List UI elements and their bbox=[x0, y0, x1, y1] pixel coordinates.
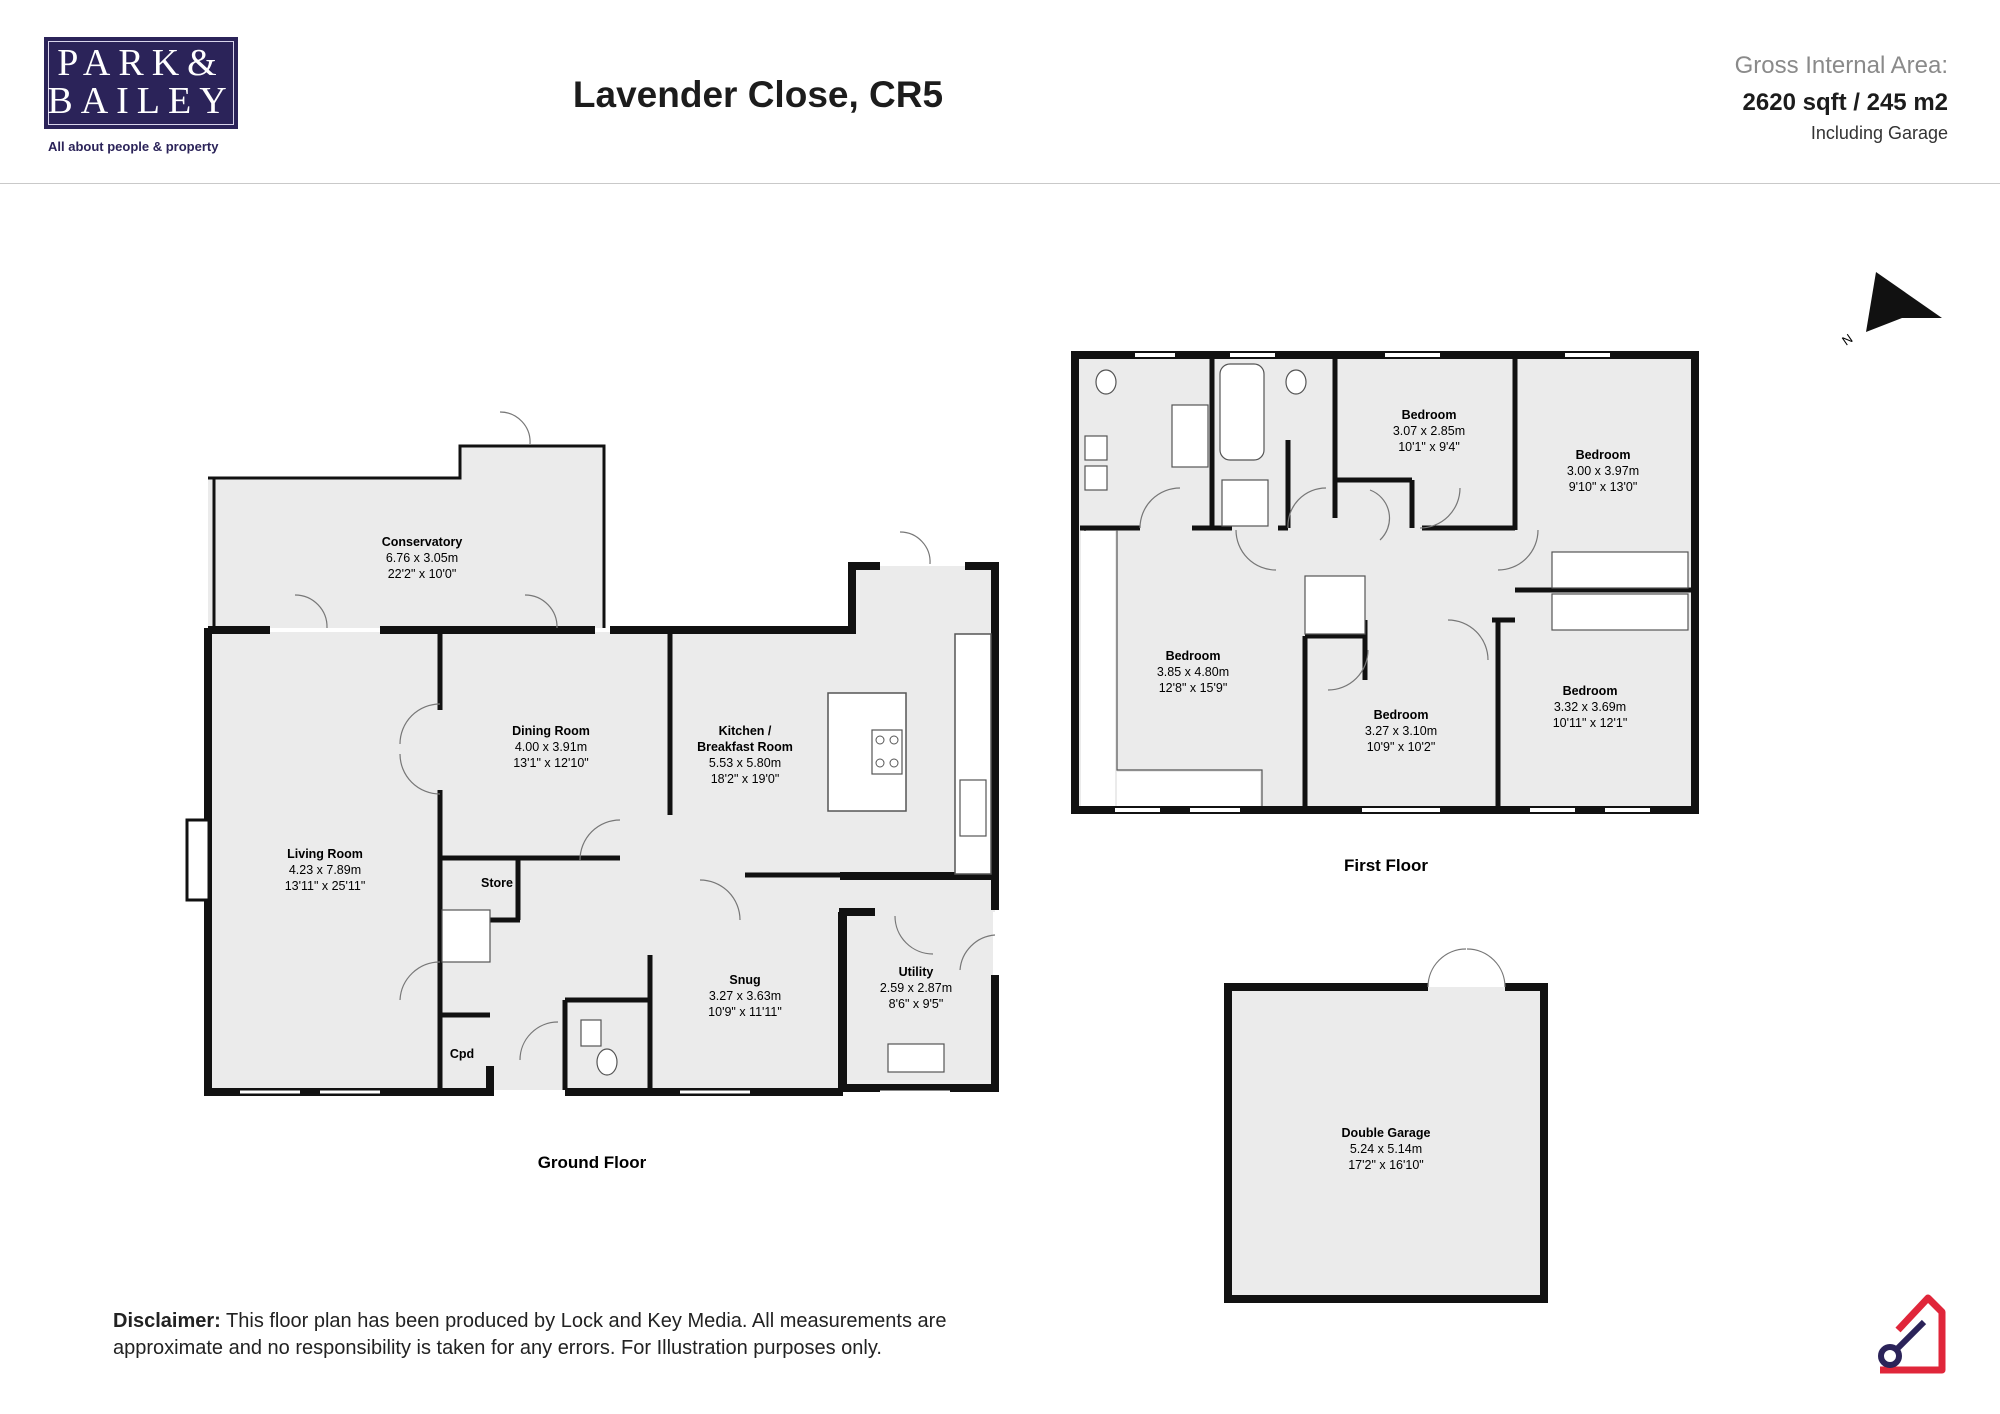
room-conservatory-metric: 6.76 x 3.05m bbox=[386, 551, 458, 565]
room-kitchen-name1: Kitchen / bbox=[719, 724, 772, 738]
ground-main-floor bbox=[208, 566, 995, 1090]
shower-tray-icon bbox=[1221, 479, 1269, 527]
wardrobe-lower bbox=[1551, 593, 1689, 631]
disclaimer-text: This floor plan has been produced by Loc… bbox=[113, 1310, 947, 1359]
garage-plan: Double Garage 5.24 x 5.14m 17'2" x 16'10… bbox=[1224, 948, 1548, 1303]
room-kitchen-name2: Breakfast Room bbox=[697, 740, 793, 754]
room-bed2-name: Bedroom bbox=[1576, 448, 1631, 462]
room-bed1-imperial: 10'1" x 9'4" bbox=[1398, 440, 1460, 454]
room-bed4-metric: 3.27 x 3.10m bbox=[1365, 724, 1437, 738]
disclaimer-heading: Disclaimer: bbox=[113, 1310, 221, 1332]
bedroom-alcove bbox=[1116, 530, 1263, 806]
header-divider bbox=[0, 183, 2000, 184]
room-kitchen-imperial: 18'2" x 19'0" bbox=[711, 772, 780, 786]
toilet-icon-3 bbox=[1285, 369, 1307, 395]
room-garage-imperial: 17'2" x 16'10" bbox=[1348, 1158, 1424, 1172]
room-garage-name: Double Garage bbox=[1342, 1126, 1431, 1140]
brand-logo-line2: BAILEY bbox=[47, 80, 235, 122]
room-bed1-metric: 3.07 x 2.85m bbox=[1393, 424, 1465, 438]
brand-logo: PARK& BAILEY bbox=[44, 37, 238, 129]
bedroom-alcove-fill2 bbox=[1117, 772, 1260, 806]
room-dining-name: Dining Room bbox=[512, 724, 590, 738]
brand-logo-line1: PARK& bbox=[57, 42, 225, 84]
first-floor-staircase bbox=[1304, 575, 1366, 635]
room-living-name: Living Room bbox=[287, 847, 363, 861]
room-living-metric: 4.23 x 7.89m bbox=[289, 863, 361, 877]
room-bed4-imperial: 10'9" x 10'2" bbox=[1367, 740, 1436, 754]
room-bed2-metric: 3.00 x 3.97m bbox=[1567, 464, 1639, 478]
bedroom-alcove-fill bbox=[1081, 531, 1115, 806]
bath-icon bbox=[1219, 363, 1265, 461]
compass: N bbox=[1839, 272, 1942, 348]
room-bed5-metric: 3.32 x 3.69m bbox=[1554, 700, 1626, 714]
utility-sink-icon bbox=[887, 1043, 945, 1073]
house-key-icon bbox=[1878, 1294, 1946, 1374]
room-utility-imperial: 8'6" x 9'5" bbox=[889, 997, 944, 1011]
room-utility-metric: 2.59 x 2.87m bbox=[880, 981, 952, 995]
shower-icon bbox=[1171, 404, 1209, 468]
worktop bbox=[954, 633, 992, 875]
basin-icon bbox=[1084, 435, 1108, 461]
room-store-name: Store bbox=[481, 876, 513, 890]
toilet-icon bbox=[596, 1048, 618, 1076]
gross-area-label: Gross Internal Area: bbox=[1734, 52, 1948, 79]
room-utility-name: Utility bbox=[899, 965, 934, 979]
room-conservatory-name: Conservatory bbox=[382, 535, 463, 549]
room-conservatory-imperial: 22'2" x 10'0" bbox=[388, 567, 457, 581]
toilet-icon-2 bbox=[1095, 369, 1117, 395]
hob-icon bbox=[871, 729, 903, 775]
room-cpd-name: Cpd bbox=[450, 1047, 474, 1061]
staircase bbox=[441, 909, 491, 963]
kitchen-island bbox=[827, 692, 907, 812]
page-title: Lavender Close, CR5 bbox=[572, 74, 944, 115]
first-floor-plan: Bedroom 3.07 x 2.85m 10'1" x 9'4" Bedroo… bbox=[1071, 351, 1699, 875]
room-dining-metric: 4.00 x 3.91m bbox=[515, 740, 587, 754]
disclaimer: Disclaimer: This floor plan has been pro… bbox=[113, 1308, 993, 1362]
room-snug-imperial: 10'9" x 11'11" bbox=[708, 1005, 782, 1019]
gross-area-value: 2620 sqft / 245 m2 bbox=[1742, 89, 1948, 116]
room-bed5-name: Bedroom bbox=[1563, 684, 1618, 698]
room-garage-metric: 5.24 x 5.14m bbox=[1350, 1142, 1422, 1156]
fireplace bbox=[185, 818, 211, 902]
first-floor-label: First Floor bbox=[1344, 856, 1428, 875]
room-bed3-imperial: 12'8" x 15'9" bbox=[1159, 681, 1228, 695]
compass-arrow-icon bbox=[1866, 272, 1942, 332]
room-bed1-name: Bedroom bbox=[1402, 408, 1457, 422]
room-living-imperial: 13'11" x 25'11" bbox=[285, 879, 366, 893]
room-bed5-imperial: 10'11" x 12'1" bbox=[1553, 716, 1628, 730]
compass-label: N bbox=[1839, 331, 1855, 349]
room-bed4-name: Bedroom bbox=[1374, 708, 1429, 722]
ground-floor-plan: Conservatory 6.76 x 3.05m 22'2" x 10'0" … bbox=[185, 411, 999, 1172]
room-dining-imperial: 13'1" x 12'10" bbox=[513, 756, 589, 770]
gross-area-note: Including Garage bbox=[1810, 123, 1948, 143]
sink-icon bbox=[959, 779, 987, 837]
basin-icon-2 bbox=[1084, 465, 1108, 491]
room-kitchen-metric: 5.53 x 5.80m bbox=[709, 756, 781, 770]
room-bed3-name: Bedroom bbox=[1166, 649, 1221, 663]
room-bed2-imperial: 9'10" x 13'0" bbox=[1569, 480, 1638, 494]
brand-tagline: All about people & property bbox=[48, 139, 219, 154]
room-snug-metric: 3.27 x 3.63m bbox=[709, 989, 781, 1003]
room-bed3-metric: 3.85 x 4.80m bbox=[1157, 665, 1229, 679]
room-snug-name: Snug bbox=[729, 973, 760, 987]
ground-floor-label: Ground Floor bbox=[538, 1153, 647, 1172]
wardrobe bbox=[1551, 551, 1689, 589]
conservatory-floor bbox=[208, 446, 604, 628]
